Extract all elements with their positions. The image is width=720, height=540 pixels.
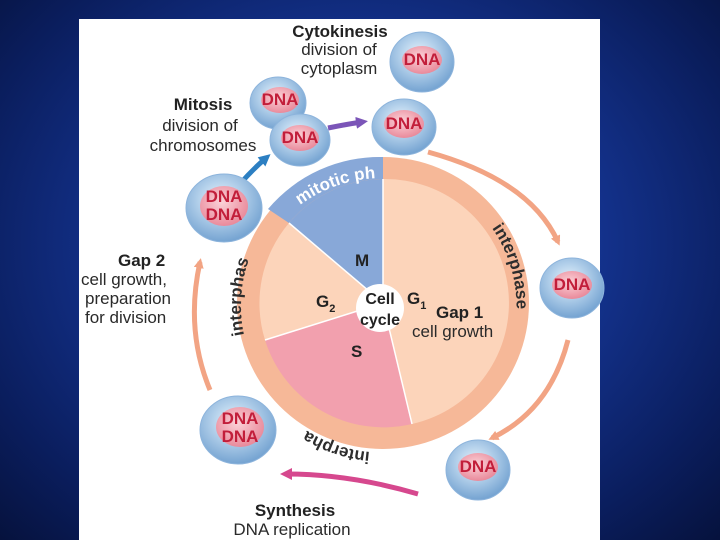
label-gap1: Gap 1 cell growth xyxy=(412,303,493,341)
svg-text:DNA: DNA xyxy=(404,50,441,69)
svg-text:division of: division of xyxy=(162,116,238,135)
phase-m-label: M xyxy=(355,251,369,270)
svg-text:Cytokinesis: Cytokinesis xyxy=(292,22,387,41)
svg-text:cell growth: cell growth xyxy=(412,322,493,341)
cell-mitosis-upper: DNA xyxy=(249,76,307,130)
cell-g1-bottom: DNA xyxy=(445,439,511,501)
svg-text:division of: division of xyxy=(301,40,377,59)
svg-text:for division: for division xyxy=(85,308,166,327)
svg-text:DNA: DNA xyxy=(222,427,259,446)
mitotic-ring-band xyxy=(268,156,383,223)
label-mitosis: Mitosis division of chromosomes xyxy=(150,95,257,155)
cell-after-cytokinesis: DNA xyxy=(371,98,437,156)
center-label-line1: Cell xyxy=(365,291,394,308)
svg-text:DNA: DNA xyxy=(282,128,319,147)
cell-mitosis-lower: DNA xyxy=(269,113,331,167)
svg-text:DNA: DNA xyxy=(206,187,243,206)
label-gap2: Gap 2 cell growth, preparation for divis… xyxy=(81,251,171,327)
phase-s-label: S xyxy=(351,342,362,361)
svg-text:Gap 1: Gap 1 xyxy=(436,303,483,322)
svg-text:cell growth,: cell growth, xyxy=(81,270,167,289)
cycle-arrow xyxy=(488,339,571,441)
svg-text:Mitosis: Mitosis xyxy=(174,95,233,114)
label-cytokinesis: Cytokinesis division of cytoplasm xyxy=(292,22,387,78)
cycle-arrow xyxy=(427,149,561,246)
svg-text:Synthesis: Synthesis xyxy=(255,501,335,520)
svg-text:chromosomes: chromosomes xyxy=(150,136,257,155)
label-synthesis: Synthesis DNA replication xyxy=(233,501,350,539)
svg-text:DNA: DNA xyxy=(554,275,591,294)
center-circle xyxy=(356,284,404,332)
cell-cytokinesis: DNA xyxy=(389,31,455,93)
g1-sector xyxy=(383,178,509,424)
m-sector xyxy=(289,179,383,303)
svg-text:DNA: DNA xyxy=(460,457,497,476)
cell-synthesis: DNA DNA xyxy=(199,395,277,465)
svg-text:DNA: DNA xyxy=(222,409,259,428)
svg-text:DNA: DNA xyxy=(262,90,299,109)
g2-sector xyxy=(259,223,383,340)
phase-g2-label: G2 xyxy=(316,292,335,315)
center-label-line2: cycle xyxy=(360,312,400,329)
svg-text:Gap 2: Gap 2 xyxy=(118,251,165,270)
svg-text:preparation: preparation xyxy=(85,289,171,308)
cycle-arrow xyxy=(191,258,213,391)
cell-gap2: DNA DNA xyxy=(185,173,263,243)
svg-text:DNA: DNA xyxy=(386,114,423,133)
svg-text:DNA: DNA xyxy=(206,205,243,224)
s-sector xyxy=(265,303,412,428)
svg-text:cytoplasm: cytoplasm xyxy=(301,59,378,78)
synthesis-arrow xyxy=(280,468,419,497)
phase-g1-label: G1 xyxy=(407,289,426,312)
cytokinesis-arrow xyxy=(327,116,368,131)
svg-text:DNA replication: DNA replication xyxy=(233,520,350,539)
cell-g1-right: DNA xyxy=(539,257,605,319)
